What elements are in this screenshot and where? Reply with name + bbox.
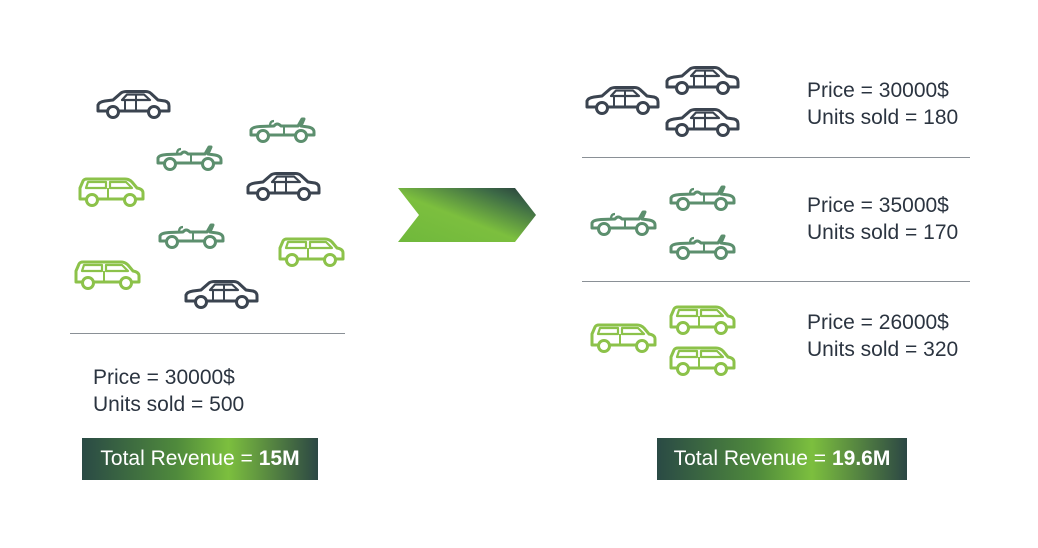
convertible-car-icon	[668, 182, 736, 212]
sedan-car-icon	[245, 172, 321, 202]
suv-car-icon	[73, 259, 141, 291]
suv-car-icon	[277, 236, 345, 268]
sedan-car-icon	[95, 90, 171, 120]
after-total-revenue-badge: Total Revenue = 19.6M	[657, 438, 907, 480]
segment-2-units-text: Units sold = 170	[807, 221, 959, 244]
convertible-car-icon	[157, 220, 225, 250]
segment-3-price-text: Price = 26000$	[807, 311, 949, 334]
sedan-car-icon	[664, 66, 740, 96]
segment-divider	[582, 281, 970, 282]
after-revenue-value: 19.6M	[831, 447, 891, 470]
sedan-car-icon	[664, 108, 740, 138]
suv-car-icon	[668, 345, 736, 377]
segment-2-price-text: Price = 35000$	[807, 194, 949, 217]
sedan-car-icon	[584, 86, 660, 116]
before-total-revenue-badge: Total Revenue = 15M	[82, 438, 318, 480]
convertible-car-icon	[248, 114, 316, 144]
convertible-car-icon	[668, 231, 736, 261]
before-revenue-label: Total Revenue =	[100, 447, 253, 470]
chevron-arrow-icon	[398, 188, 536, 242]
suv-car-icon	[77, 176, 145, 208]
before-units-text: Units sold = 500	[93, 393, 245, 416]
segment-divider	[582, 157, 970, 158]
segment-1-units-text: Units sold = 180	[807, 106, 959, 129]
suv-car-icon	[589, 322, 657, 354]
before-revenue-value: 15M	[258, 447, 300, 470]
convertible-car-icon	[155, 142, 223, 172]
convertible-car-icon	[589, 207, 657, 237]
after-revenue-label: Total Revenue =	[673, 447, 826, 470]
segment-3-units-text: Units sold = 320	[807, 338, 959, 361]
suv-car-icon	[668, 304, 736, 336]
before-divider	[70, 333, 345, 334]
before-price-text: Price = 30000$	[93, 366, 235, 389]
sedan-car-icon	[183, 280, 259, 310]
segment-1-price-text: Price = 30000$	[807, 79, 949, 102]
